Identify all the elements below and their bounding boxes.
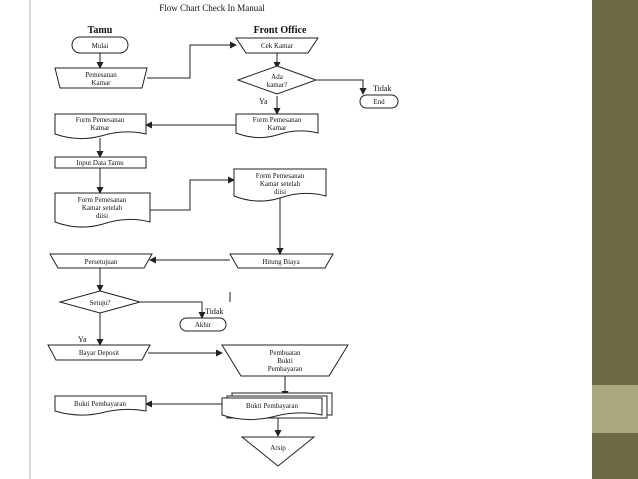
node-end: End [359, 94, 399, 109]
node-form-tamu-line2: Kamar [90, 124, 110, 132]
slide-left-rule [29, 0, 31, 479]
node-hitung-biaya: Hitung Biaya [229, 253, 334, 269]
node-persetujuan: Persetujuan [49, 253, 153, 269]
flowchart: Flow Chart Check In Manual Tamu Front Of… [47, 3, 399, 467]
node-form-setelah-diisi-fo: Form Pemesanan Kamar setelah diisi [233, 168, 327, 202]
node-form-diisi-tamu-line1: Form Pemesanan [78, 196, 127, 204]
node-form-diisi-fo-line2: Kamar setelah [260, 180, 301, 188]
node-pemesanan-kamar-line1: Pemesanan [85, 71, 117, 79]
node-form-tamu-line1: Form Pemesanan [76, 116, 125, 124]
node-form-pemesanan-kamar-fo: Form Pemesanan Kamar [235, 113, 319, 139]
node-cek-kamar-label: Cek Kamar [261, 42, 294, 50]
node-setuju: Setuju? [58, 290, 142, 314]
node-form-diisi-tamu-line2: Kamar setelah [82, 204, 123, 212]
node-bayar-deposit-label: Bayar Deposit [79, 349, 119, 357]
label-tidak-2: Tidak [205, 307, 223, 316]
node-mulai: Mulai [71, 36, 129, 54]
node-bayar-deposit: Bayar Deposit [47, 344, 151, 361]
node-pemesanan-kamar-line2: Kamar [91, 79, 111, 87]
node-bukti-fo-label: Bukti Pembayaran [246, 402, 298, 410]
diagram-title: Flow Chart Check In Manual [159, 3, 265, 13]
node-ada-kamar-line2: kamar? [267, 81, 288, 89]
node-arsip: Arsip [240, 436, 316, 467]
lane-header-front-office: Front Office [254, 25, 307, 36]
node-persetujuan-label: Persetujuan [85, 258, 118, 266]
lane-header-tamu: Tamu [88, 25, 113, 36]
node-akhir: Akhir [179, 317, 227, 332]
node-form-diisi-tamu-line3: diisi [96, 212, 108, 220]
node-bukti-tamu-label: Bukti Pembayaran [74, 400, 126, 408]
slide-side-accent [592, 385, 638, 433]
node-mulai-label: Mulai [92, 42, 109, 50]
node-cek-kamar: Cek Kamar [235, 37, 319, 54]
node-bukti-pembayaran-tamu: Bukti Pembayaran [54, 395, 147, 416]
node-ada-kamar-line1: Ada [271, 73, 284, 81]
node-pembuatan-bukti-line3: Pembayaran [268, 365, 303, 373]
node-form-diisi-fo-line1: Form Pemesanan [256, 172, 305, 180]
node-setuju-label: Setuju? [90, 299, 111, 307]
node-input-data-tamu: Input Data Tamu [54, 156, 147, 169]
label-ya-1: Ya [259, 97, 268, 106]
node-form-fo-line1: Form Pemesanan [253, 116, 302, 124]
node-input-data-tamu-label: Input Data Tamu [76, 159, 124, 167]
node-arsip-label: Arsip [270, 444, 286, 452]
node-bukti-pembayaran-fo: Bukti Pembayaran [221, 392, 333, 421]
connectors [96, 41, 367, 437]
node-form-pemesanan-kamar-tamu: Form Pemesanan Kamar [54, 113, 147, 140]
node-pembuatan-bukti-line2: Bukti [277, 357, 293, 365]
node-akhir-label: Akhir [195, 321, 212, 329]
node-form-setelah-diisi-tamu: Form Pemesanan Kamar setelah diisi [54, 192, 151, 228]
node-form-fo-line2: Kamar [267, 124, 287, 132]
node-pembuatan-bukti-line1: Pembuatan [269, 349, 301, 357]
node-ada-kamar: Ada kamar? [236, 65, 318, 95]
node-pemesanan-kamar: Pemesanan Kamar [54, 67, 148, 89]
node-end-label: End [373, 98, 385, 106]
node-pembuatan-bukti: Pembuatan Bukti Pembayaran [221, 344, 349, 377]
node-form-diisi-fo-line3: diisi [274, 188, 286, 196]
label-tidak-1: Tidak [373, 84, 391, 93]
label-ya-2: Ya [78, 335, 87, 344]
node-hitung-biaya-label: Hitung Biaya [262, 258, 300, 266]
